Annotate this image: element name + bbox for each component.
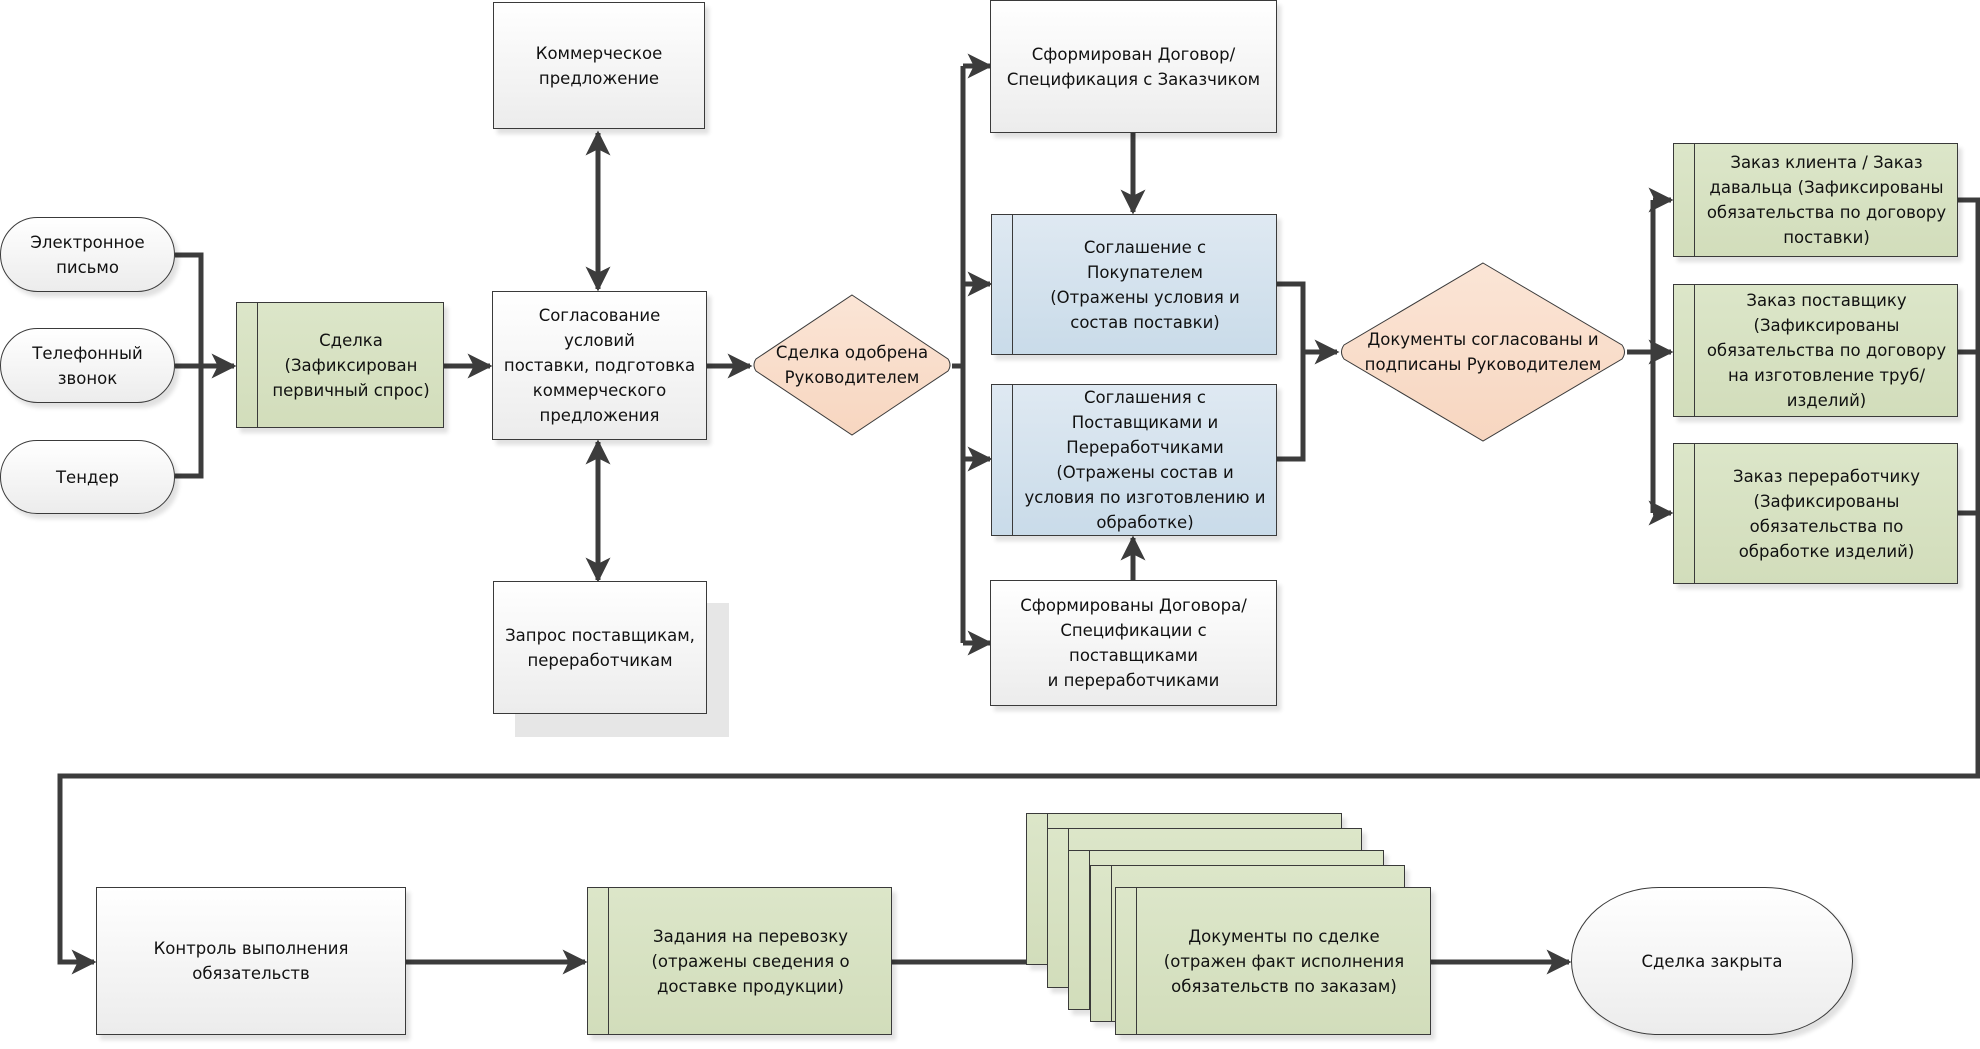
negotiation-label: Согласование условий поставки, подготовк… xyxy=(503,306,696,425)
commercial-offer-label: Коммерческое предложение xyxy=(535,43,663,88)
source-tender[interactable]: Тендер xyxy=(0,440,175,514)
customer-contract-label: Сформирован Договор/ Спецификация с Зака… xyxy=(1006,44,1261,89)
client-order-node[interactable]: Заказ клиента / Заказ давальца (Зафиксир… xyxy=(1673,143,1958,257)
control-node[interactable]: Контроль выполнения обязательств xyxy=(96,887,406,1035)
deal-closed-label: Сделка закрыта xyxy=(1641,951,1783,971)
connector-email-bus xyxy=(175,252,204,479)
client-order-label: Заказ клиента / Заказ давальца (Зафиксир… xyxy=(1706,153,1947,247)
deal-documents-label: Документы по сделке (отражен факт исполн… xyxy=(1163,926,1405,996)
source-tender-label: Тендер xyxy=(55,467,120,487)
supplier-agreements-label: Соглашения с Поставщиками и Переработчик… xyxy=(1024,388,1266,532)
transport-tasks-node[interactable]: Задания на перевозку (отражены сведения … xyxy=(587,887,892,1035)
decision-approved[interactable]: Сделка одобрена Руководителем xyxy=(752,294,952,436)
negotiation-node[interactable]: Согласование условий поставки, подготовк… xyxy=(492,291,707,440)
processor-order-label: Заказ переработчику (Зафиксированы обяза… xyxy=(1732,466,1921,561)
supplier-request-node[interactable]: Запрос поставщикам, переработчикам xyxy=(493,581,707,714)
processor-order-node[interactable]: Заказ переработчику (Зафиксированы обяза… xyxy=(1673,443,1958,584)
source-email-label: Электронное письмо xyxy=(30,232,145,277)
supplier-contracts-label: Сформированы Договора/ Спецификации с по… xyxy=(1020,596,1247,690)
connector-agreements-bus xyxy=(1277,281,1306,462)
supplier-request-label: Запрос поставщикам, переработчикам xyxy=(505,625,695,670)
source-email[interactable]: Электронное письмо xyxy=(0,217,175,292)
deal-closed-node[interactable]: Сделка закрыта xyxy=(1571,887,1853,1035)
deal-documents-node[interactable]: Документы по сделке (отражен факт исполн… xyxy=(1115,887,1431,1035)
deal-label: Сделка (Зафиксирован первичный спрос) xyxy=(272,330,430,400)
connector-decision-orders-bus xyxy=(1627,200,1656,513)
connector-decision-bus xyxy=(952,66,966,643)
transport-tasks-label: Задания на перевозку (отражены сведения … xyxy=(651,926,850,996)
commercial-offer-node[interactable]: Коммерческое предложение xyxy=(493,2,705,129)
supplier-agreements-node[interactable]: Соглашения с Поставщиками и Переработчик… xyxy=(991,384,1277,536)
decision-signed[interactable]: Документы согласованы и подписаны Руково… xyxy=(1339,262,1627,442)
buyer-agreement-label: Соглашение с Покупателем (Отражены услов… xyxy=(1050,237,1240,332)
deal-node[interactable]: Сделка (Зафиксирован первичный спрос) xyxy=(236,302,444,428)
control-label: Контроль выполнения обязательств xyxy=(153,939,349,983)
connector-orders-mid xyxy=(1958,349,1978,516)
supplier-contracts-node[interactable]: Сформированы Договора/ Спецификации с по… xyxy=(990,580,1277,706)
source-phone-label: Телефонный звонок xyxy=(32,343,143,388)
decision-approved-label: Сделка одобрена Руководителем xyxy=(775,343,929,387)
buyer-agreement-node[interactable]: Соглашение с Покупателем (Отражены услов… xyxy=(991,214,1277,355)
decision-signed-label: Документы согласованы и подписаны Руково… xyxy=(1364,330,1602,374)
source-phone[interactable]: Телефонный звонок xyxy=(0,328,175,403)
supplier-order-node[interactable]: Заказ поставщику (Зафиксированы обязател… xyxy=(1673,284,1958,417)
supplier-order-label: Заказ поставщику (Зафиксированы обязател… xyxy=(1706,291,1947,410)
customer-contract-node[interactable]: Сформирован Договор/ Спецификация с Зака… xyxy=(990,0,1277,133)
